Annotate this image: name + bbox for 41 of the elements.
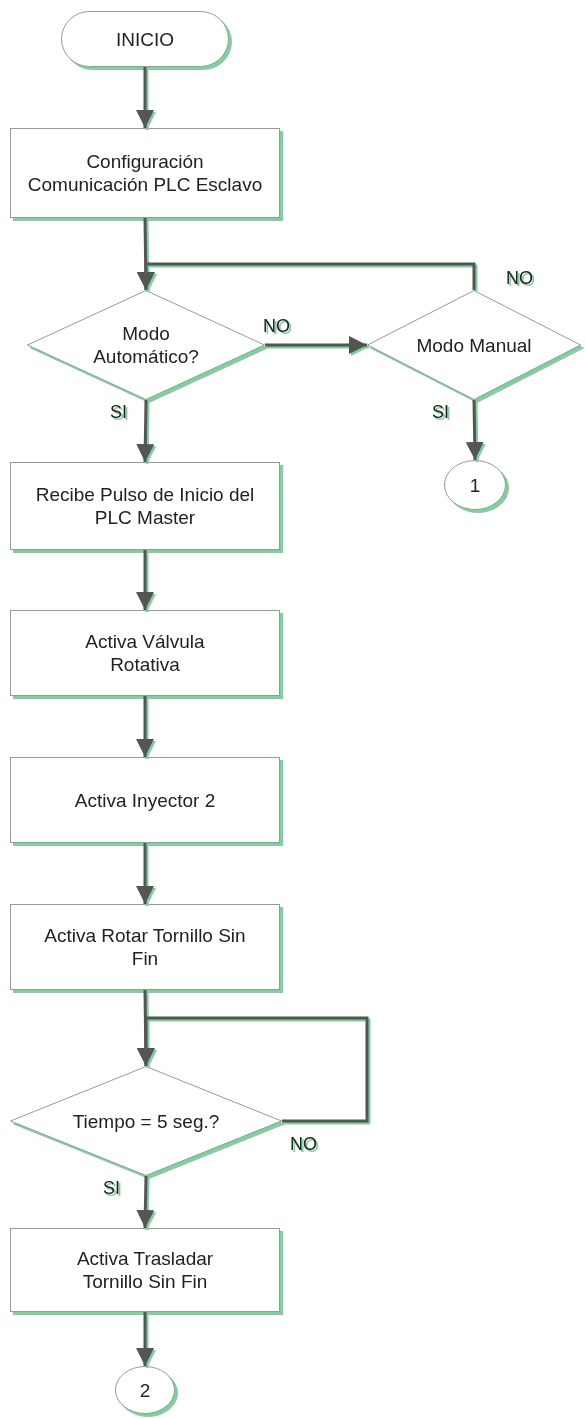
- arrow: [136, 1312, 154, 1366]
- node-text: Configuración Comunicación PLC Esclavo: [27, 150, 263, 196]
- process-box: [10, 128, 280, 218]
- edge-label: SI: [432, 402, 449, 422]
- decision-diamond: [10, 1066, 282, 1176]
- edge-label: NO: [290, 1134, 317, 1154]
- decision-diamond: [367, 290, 581, 400]
- arrow: [136, 696, 154, 757]
- node-text: Activa Inyector 2: [73, 788, 217, 812]
- connector-circle: [444, 460, 506, 510]
- node-text: Recibe Pulso de Inicio del PLC Master: [34, 483, 256, 529]
- process-box: [10, 462, 280, 550]
- connector-circle: [115, 1366, 175, 1414]
- terminal-shape: [61, 11, 229, 67]
- process-box: [10, 610, 280, 696]
- node-text: Activa Trasladar Tornillo Sin Fin: [75, 1247, 215, 1293]
- node-text: Modo Manual: [415, 333, 533, 357]
- decision-diamond: [27, 290, 265, 400]
- arrow: [136, 843, 154, 904]
- edge-label: SI: [103, 1178, 120, 1198]
- edge-label: NO: [263, 316, 290, 336]
- node-text: Tiempo = 5 seg.?: [71, 1109, 221, 1133]
- process-box: [10, 757, 280, 843]
- arrow: [136, 67, 154, 128]
- node-text: INICIO: [114, 27, 176, 51]
- arrow: [136, 1175, 155, 1229]
- edge-label: NO: [506, 268, 533, 288]
- node-text: Modo Automático?: [92, 322, 200, 368]
- arrow: [136, 399, 155, 463]
- arrow: [465, 399, 484, 461]
- edge-label: SI: [110, 402, 127, 422]
- node-text: Activa Rotar Tornillo Sin Fin: [43, 924, 247, 970]
- arrow: [137, 262, 476, 290]
- node-text: Activa Válvula Rotativa: [84, 630, 206, 676]
- arrow: [265, 336, 367, 354]
- process-box: [10, 904, 280, 990]
- arrow: [137, 1016, 369, 1123]
- node-text: 2: [138, 1378, 152, 1402]
- arrow: [136, 550, 154, 610]
- process-box: [10, 1228, 280, 1312]
- node-text: 1: [468, 473, 482, 497]
